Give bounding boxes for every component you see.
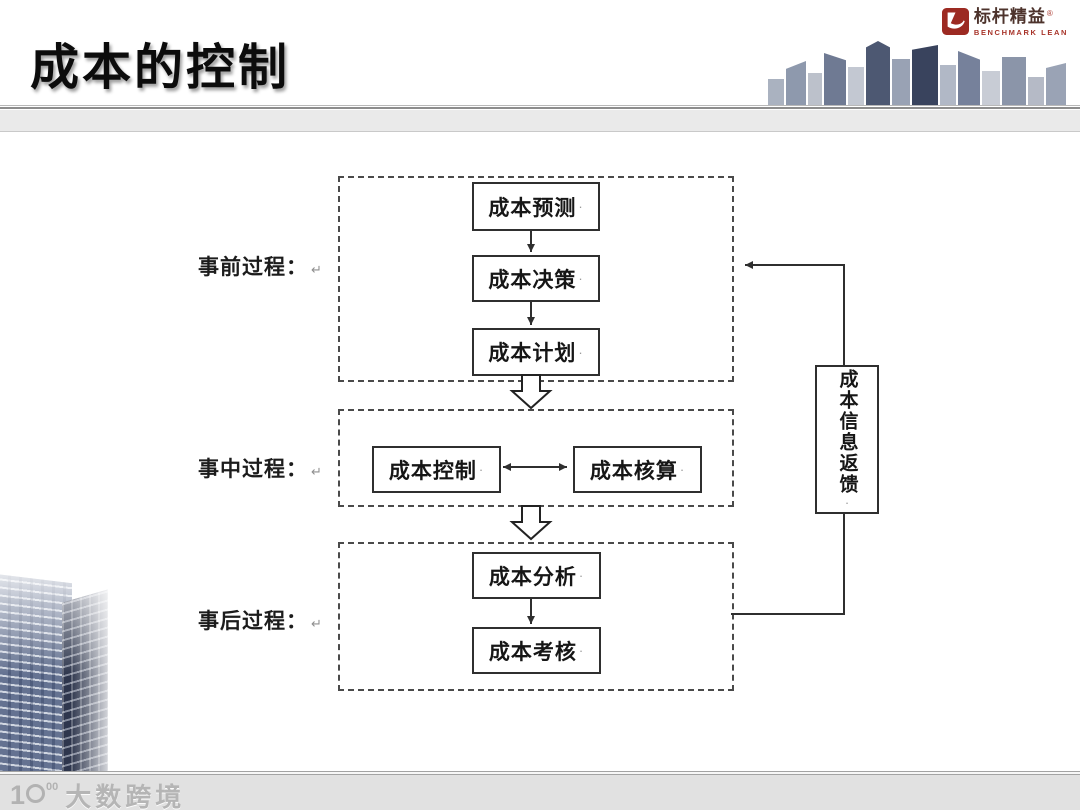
return-mark: ↵ (311, 262, 323, 277)
node-cost-accounting: 成本核算· (573, 446, 702, 493)
stage-box-after (338, 542, 734, 691)
benchmark-lean-logo: 标杆精益® BENCHMARK LEAN (941, 7, 1068, 37)
watermark-logo-icon: 1 00 (10, 782, 58, 809)
para-mark: · (844, 495, 850, 510)
node-cost-info-feedback: 成本信息返馈 · (815, 365, 879, 514)
city-skyline-image (768, 38, 1080, 105)
node-label: 成本决策 (488, 268, 577, 292)
watermark-logo-sup: 00 (46, 781, 59, 793)
node-cost-forecast: 成本预测· (472, 182, 600, 231)
stage-label-during: 事中过程：↵ (198, 453, 323, 483)
para-mark: · (478, 462, 485, 477)
divider-line-top (0, 105, 1080, 106)
node-label: 成本控制 (388, 459, 477, 483)
para-mark: · (578, 643, 585, 658)
node-label: 成本计划 (488, 342, 577, 365)
para-mark: · (578, 568, 585, 583)
footer-line-top (0, 771, 1080, 772)
divider-line-dark (0, 107, 1080, 109)
skyscraper-photo (0, 556, 118, 772)
node-label: 成本分析 (488, 565, 577, 589)
stage-label-during-text: 事中过程： (198, 458, 308, 481)
para-mark: · (679, 462, 686, 477)
return-mark: ↵ (311, 464, 323, 479)
node-cost-plan: 成本计划· (472, 328, 600, 376)
logo-brand-en: BENCHMARK LEAN (973, 28, 1068, 37)
node-cost-control: 成本控制· (372, 446, 501, 493)
node-cost-decision: 成本决策· (472, 255, 600, 302)
watermark-logo-circle (26, 784, 46, 803)
para-mark: · (578, 199, 584, 214)
stage-label-after-text: 事后过程： (198, 610, 308, 633)
watermark-logo-one: 1 (10, 780, 26, 810)
para-mark: · (578, 271, 584, 286)
benchmark-lean-logo-icon (941, 8, 969, 35)
node-cost-analysis: 成本分析· (472, 552, 601, 599)
stage-label-after: 事后过程：↵ (198, 605, 323, 635)
para-mark: · (578, 344, 584, 360)
node-label: 成本考核 (488, 640, 577, 664)
footer-band (0, 775, 1080, 810)
return-mark: ↵ (311, 616, 323, 631)
logo-brand-cn: 标杆精益 (973, 7, 1046, 26)
watermark-text: 大数跨境 (65, 782, 186, 810)
page-title: 成本的控制 (30, 38, 291, 96)
node-label: 成本信息返馈 (836, 369, 858, 495)
node-label: 成本预测 (488, 196, 577, 220)
divider-band (0, 110, 1080, 132)
node-cost-assessment: 成本考核· (472, 627, 601, 674)
footer-line-light (0, 772, 1080, 774)
stage-label-before-text: 事前过程： (198, 256, 308, 279)
footer-line-dark (0, 774, 1080, 775)
registered-mark: ® (1046, 8, 1053, 18)
watermark: 1 00 大数跨境 (10, 777, 185, 810)
stage-label-before: 事前过程：↵ (198, 251, 323, 281)
node-label: 成本核算 (589, 459, 678, 483)
